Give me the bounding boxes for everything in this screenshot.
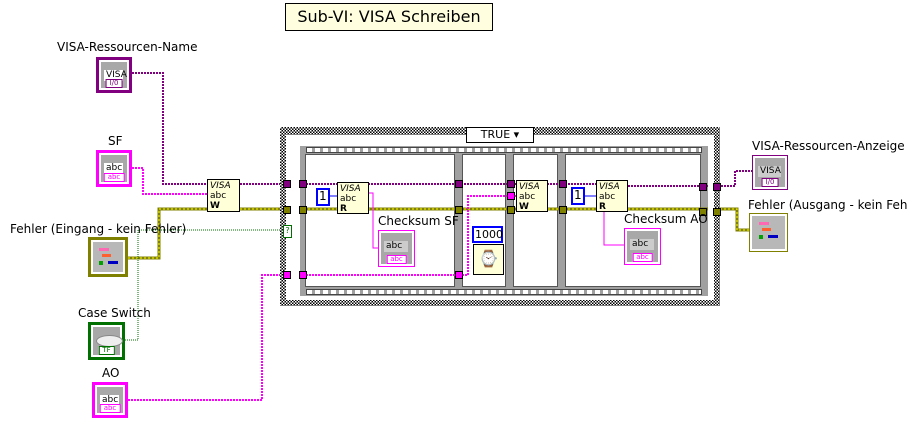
visa-tunnel (699, 183, 707, 191)
abc-text: abc (519, 192, 536, 202)
visa-field: VISA (104, 70, 127, 81)
visa-tunnel (559, 180, 567, 188)
wait-ms-constant[interactable]: 1000 (472, 226, 503, 243)
error-in-label: Fehler (Eingang - kein Fehler) (10, 222, 187, 236)
error-cluster-icon (752, 216, 785, 249)
write-mark: W (210, 201, 220, 211)
checksum-ao-indicator[interactable]: abc abc (624, 228, 661, 265)
visa-out-field: VISA (758, 166, 781, 177)
case-switch-wire (125, 229, 283, 341)
error-tunnel (455, 206, 463, 214)
io-tag: I/0 (761, 178, 779, 187)
write-mark: W (519, 202, 529, 212)
checksum-sf-field: abc (384, 241, 408, 252)
io-tag: I/0 (105, 79, 123, 88)
selector-value: TRUE (480, 128, 511, 141)
visa-tunnel (713, 183, 721, 191)
read-count-constant[interactable]: 1 (571, 187, 585, 205)
sf-field: abc (104, 163, 123, 174)
ao-label: AO (102, 366, 120, 380)
read-mark: R (599, 202, 606, 212)
case-selector-terminal: ? (283, 225, 292, 238)
sequence-frame-3 (513, 154, 558, 287)
ao-field: abc (100, 395, 119, 406)
read-count-constant[interactable]: 1 (316, 188, 330, 206)
error-tunnel (699, 208, 707, 216)
sf-label: SF (108, 134, 123, 148)
error-tunnel (713, 208, 721, 216)
ao-tunnel (283, 271, 291, 279)
string-tag: abc (632, 253, 653, 262)
error-tunnel (299, 206, 307, 214)
case-switch-control[interactable]: TF (88, 322, 125, 360)
visa-text: VISA (519, 182, 540, 192)
string-tag: abc (99, 404, 121, 413)
visa-name-label: VISA-Ressourcen-Name (57, 40, 198, 54)
bool-tag: TF (98, 346, 115, 355)
checksum-ao-label: Checksum AO (624, 212, 708, 226)
ao-tunnel (507, 192, 515, 200)
read-mark: R (340, 204, 347, 214)
error-out-indicator[interactable] (749, 213, 788, 252)
error-cluster-icon (93, 242, 123, 272)
checksum-ao-field: abc (630, 239, 654, 250)
abc-text: abc (599, 192, 616, 202)
checksum-sf-label: Checksum SF (378, 214, 459, 228)
visa-text: VISA (599, 182, 620, 192)
abc-text: abc (340, 194, 357, 204)
error-tunnel (283, 206, 291, 214)
visa-tunnel (299, 180, 307, 188)
visa-tunnel (507, 180, 515, 188)
watch-icon: ⌚ (478, 249, 499, 268)
wait-ms-node[interactable]: ⌚ (473, 244, 504, 275)
string-tag: abc (386, 255, 407, 264)
error-tunnel (559, 206, 567, 214)
visa-text: VISA (210, 181, 231, 191)
string-tag: abc (103, 173, 125, 182)
case-selector[interactable]: TRUE ▾ (466, 127, 534, 143)
visa-tunnel (283, 180, 291, 188)
error-in-control[interactable] (88, 237, 128, 277)
case-switch-label: Case Switch (78, 306, 151, 320)
ao-tunnel (455, 271, 463, 279)
visa-tunnel (455, 180, 463, 188)
checksum-sf-indicator[interactable]: abc abc (378, 230, 415, 267)
ao-tunnel (299, 271, 307, 279)
error-out-label: Fehler (Ausgang - kein Fehler) (748, 198, 908, 212)
error-tunnel (507, 206, 515, 214)
diagram-title: Sub-VI: VISA Schreiben (285, 3, 493, 31)
sf-wire (132, 167, 208, 195)
visa-text: VISA (340, 184, 361, 194)
abc-text: abc (210, 191, 227, 201)
visa-out-label: VISA-Ressourcen-Anzeige (752, 139, 905, 153)
